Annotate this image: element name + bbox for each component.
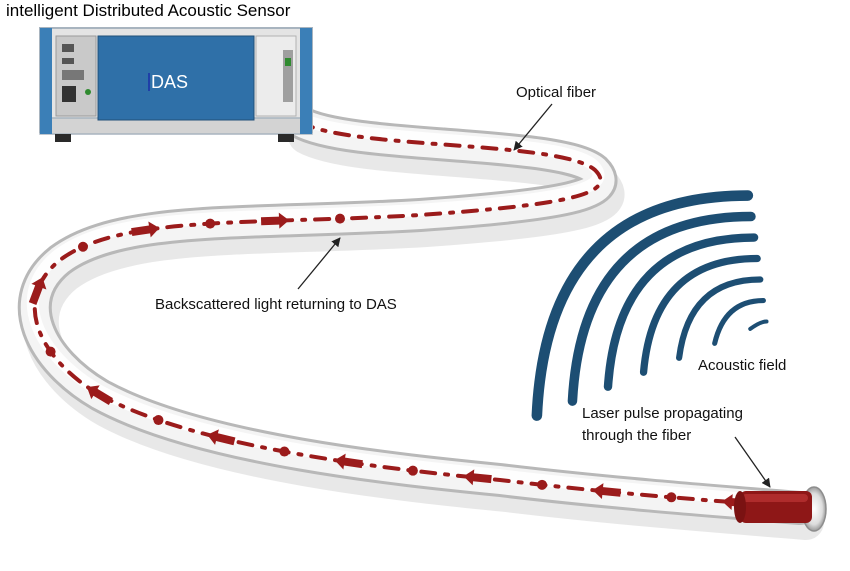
pulse-dot: [407, 465, 418, 476]
laser-pulse-label-line1: Laser pulse propagating: [582, 405, 743, 422]
laser-pulse-pointer: [734, 436, 771, 488]
pulse-dot: [77, 241, 88, 252]
laser-pulse-label-line2: through the fiber: [582, 427, 692, 444]
annotation-arrows: [297, 103, 771, 488]
acoustic-wave-arc: [603, 233, 759, 391]
das-device: [39, 27, 313, 142]
pulse-dot: [335, 213, 346, 224]
laser-pulse-label: Laser pulse propagating through the fibe…: [582, 403, 743, 447]
backscatter-pointer: [297, 237, 341, 290]
das-label-text: DAS: [151, 72, 189, 92]
optical-fiber-label: Optical fiber: [516, 84, 597, 101]
acoustic-field-label: Acoustic field: [698, 357, 787, 374]
backscattered-light-label: Backscattered light returning to DAS: [155, 296, 397, 313]
laser-pulse: [734, 491, 812, 523]
acoustic-wave-arc: [639, 254, 761, 376]
das-label-marker: [148, 73, 150, 91]
diagram-title: intelligent Distributed Acoustic Sensor: [6, 1, 291, 20]
pulse-arrow: [131, 221, 160, 238]
optical-fiber-pointer: [513, 103, 553, 151]
acoustic-wave-arc: [531, 190, 754, 421]
pulse-dot: [45, 346, 56, 357]
pulse-arrow: [334, 453, 363, 470]
pulse-dot: [537, 479, 548, 490]
acoustic-field-waves: [531, 190, 769, 421]
pulse-arrow: [207, 429, 236, 446]
pulse-arrow: [592, 483, 621, 500]
optical-fiber-tube: [17, 105, 827, 540]
acoustic-wave-arc: [676, 276, 764, 361]
das-panel-label: DAS: [148, 72, 188, 93]
pulse-dot: [666, 492, 677, 503]
pulse-arrow: [463, 469, 492, 486]
acoustic-wave-arc: [748, 319, 769, 331]
pulse-dot: [279, 446, 290, 457]
pulse-dot: [153, 415, 164, 426]
acoustic-wave-arc: [712, 297, 766, 346]
pulse-dot: [205, 218, 216, 229]
pulse-arrow: [86, 385, 113, 406]
pulse-arrow: [260, 212, 290, 229]
acoustic-wave-arc: [567, 211, 756, 406]
pulse-arrow: [28, 277, 47, 305]
backscatter-core-line: [32, 120, 762, 506]
